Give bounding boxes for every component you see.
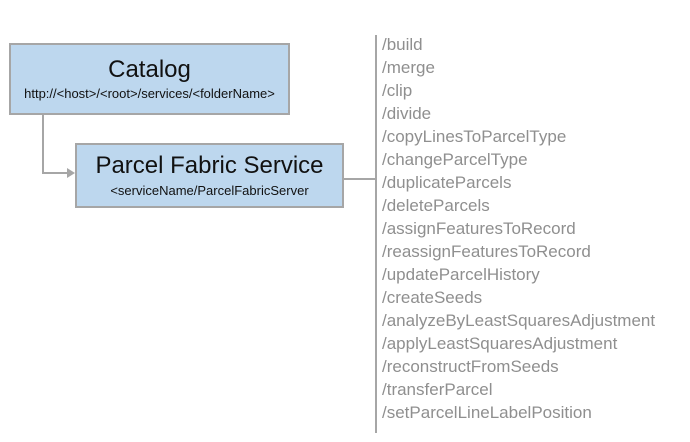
- endpoint-item: /assignFeaturesToRecord: [382, 219, 576, 238]
- endpoint-item: /clip: [382, 81, 413, 100]
- endpoint-list-rule: [375, 35, 377, 433]
- connector-horizontal-segment: [42, 172, 68, 174]
- endpoint-item: /changeParcelType: [382, 150, 528, 169]
- endpoint-item: /deleteParcels: [382, 196, 490, 215]
- service-url-template: <serviceName/ParcelFabricServer: [110, 182, 309, 198]
- catalog-title: Catalog: [108, 55, 191, 83]
- endpoint-item: /setParcelLineLabelPosition: [382, 403, 592, 422]
- endpoint-item: /divide: [382, 104, 432, 123]
- endpoint-item: /transferParcel: [382, 380, 493, 399]
- service-to-list-connector: [344, 178, 375, 180]
- endpoint-list: /build/merge/clip/divide/copyLinesToParc…: [382, 33, 682, 424]
- catalog-node: Catalog http://<host>/<root>/services/<f…: [9, 43, 290, 115]
- catalog-url-template: http://<host>/<root>/services/<folderNam…: [24, 86, 275, 102]
- endpoint-item: /reconstructFromSeeds: [382, 357, 559, 376]
- endpoint-item: /updateParcelHistory: [382, 265, 540, 284]
- arrowhead-icon: [67, 168, 75, 178]
- endpoint-item: /build: [382, 35, 423, 54]
- endpoint-item: /analyzeByLeastSquaresAdjustment: [382, 311, 656, 330]
- service-title: Parcel Fabric Service: [95, 152, 324, 180]
- endpoint-item: /duplicateParcels: [382, 173, 512, 192]
- endpoint-item: /createSeeds: [382, 288, 483, 307]
- endpoint-item: /reassignFeaturesToRecord: [382, 242, 591, 261]
- endpoint-item: /applyLeastSquaresAdjustment: [382, 334, 618, 353]
- connector-vertical-segment: [42, 115, 44, 174]
- endpoint-item: /copyLinesToParcelType: [382, 127, 567, 146]
- parcel-fabric-service-node: Parcel Fabric Service <serviceName/Parce…: [75, 143, 344, 208]
- endpoint-item: /merge: [382, 58, 435, 77]
